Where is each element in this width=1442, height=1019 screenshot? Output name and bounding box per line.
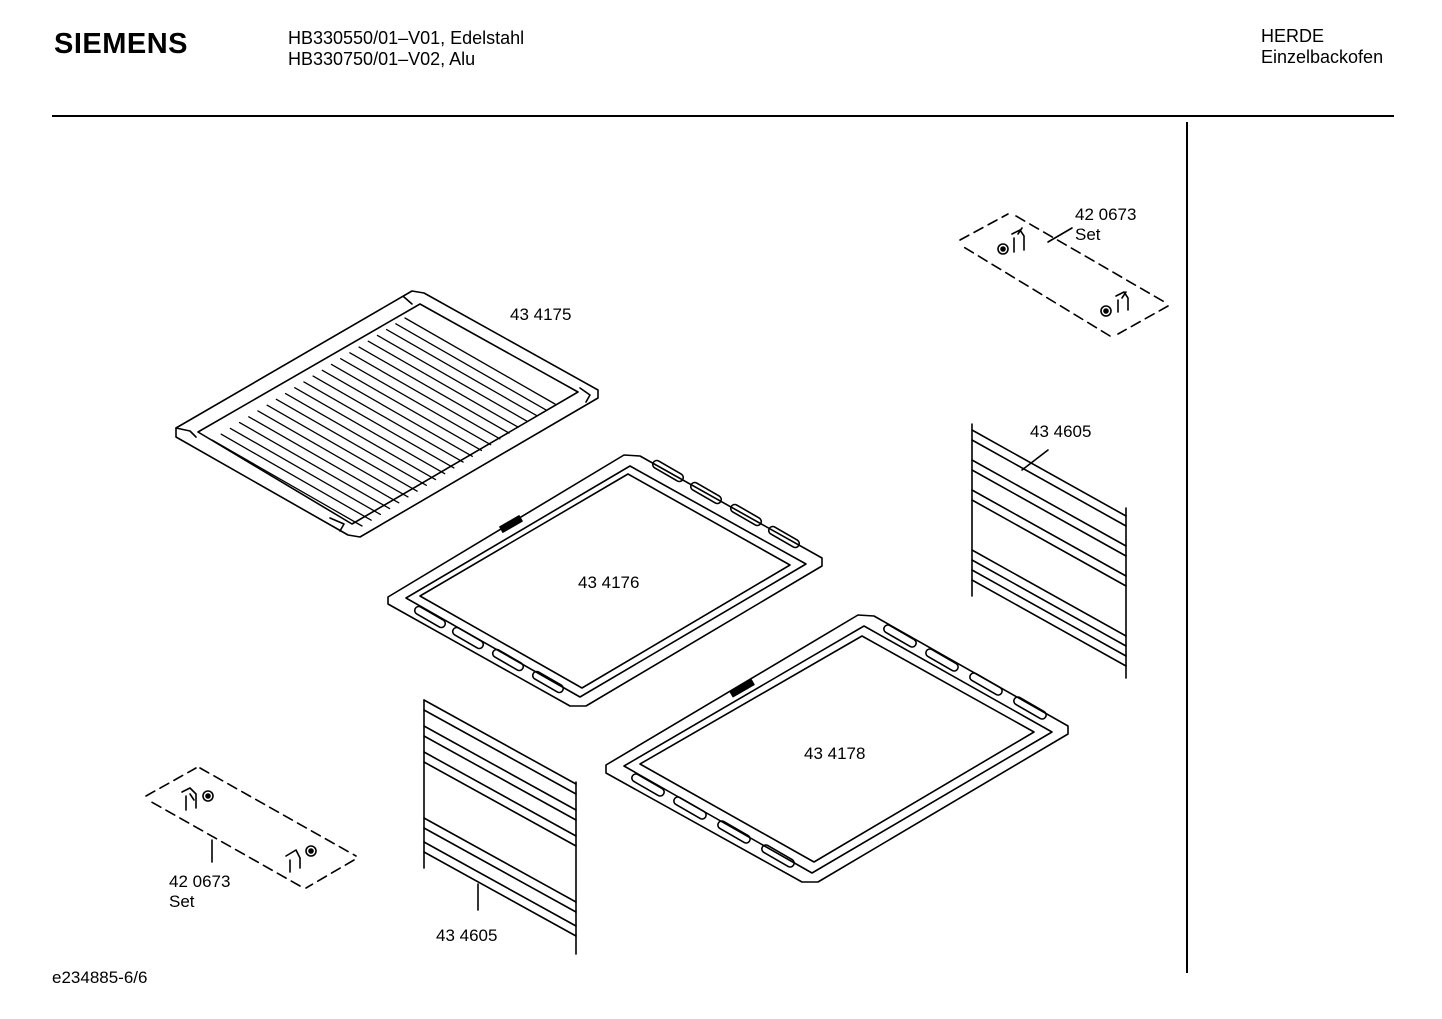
part-label-set-top: 42 0673 Set — [1075, 205, 1136, 245]
baking-tray-large-drawing — [605, 614, 1069, 883]
part-number-rail-left: 43 4605 — [436, 926, 498, 945]
model-line-1: HB330550/01–V01, Edelstahl — [288, 28, 525, 48]
grill-rack-drawing — [175, 290, 599, 538]
side-rail-left-drawing — [423, 699, 577, 955]
part-number-set-top: 42 0673 — [1075, 205, 1137, 224]
category-line-1: HERDE — [1261, 26, 1325, 46]
part-caption-set-bottom: Set — [169, 892, 195, 911]
part-label-set-bottom: 42 0673 Set — [169, 872, 230, 912]
header-divider — [52, 115, 1394, 117]
baking-tray-small-drawing — [387, 454, 823, 707]
part-number-set-bottom: 42 0673 — [169, 872, 231, 891]
side-divider — [1186, 122, 1188, 973]
category-line-2: Einzelbackofen — [1261, 47, 1384, 67]
part-number-tray-large: 43 4178 — [804, 744, 866, 763]
side-rail-right-drawing — [971, 423, 1127, 679]
part-number-rail-right: 43 4605 — [1030, 422, 1092, 441]
model-line-2: HB330750/01–V02, Alu — [288, 49, 476, 69]
clip-set-top-drawing — [959, 213, 1169, 337]
category: HERDE Einzelbackofen — [1261, 26, 1383, 68]
part-caption-set-top: Set — [1075, 225, 1101, 244]
part-number-tray-small: 43 4176 — [578, 573, 640, 592]
document-id: e234885-6/6 — [52, 968, 148, 987]
brand-logo: SIEMENS — [54, 28, 189, 60]
model-list: HB330550/01–V01, Edelstahl HB330750/01–V… — [288, 28, 524, 70]
clip-set-bottom-drawing — [145, 767, 357, 889]
part-number-grill-rack: 43 4175 — [510, 305, 572, 324]
